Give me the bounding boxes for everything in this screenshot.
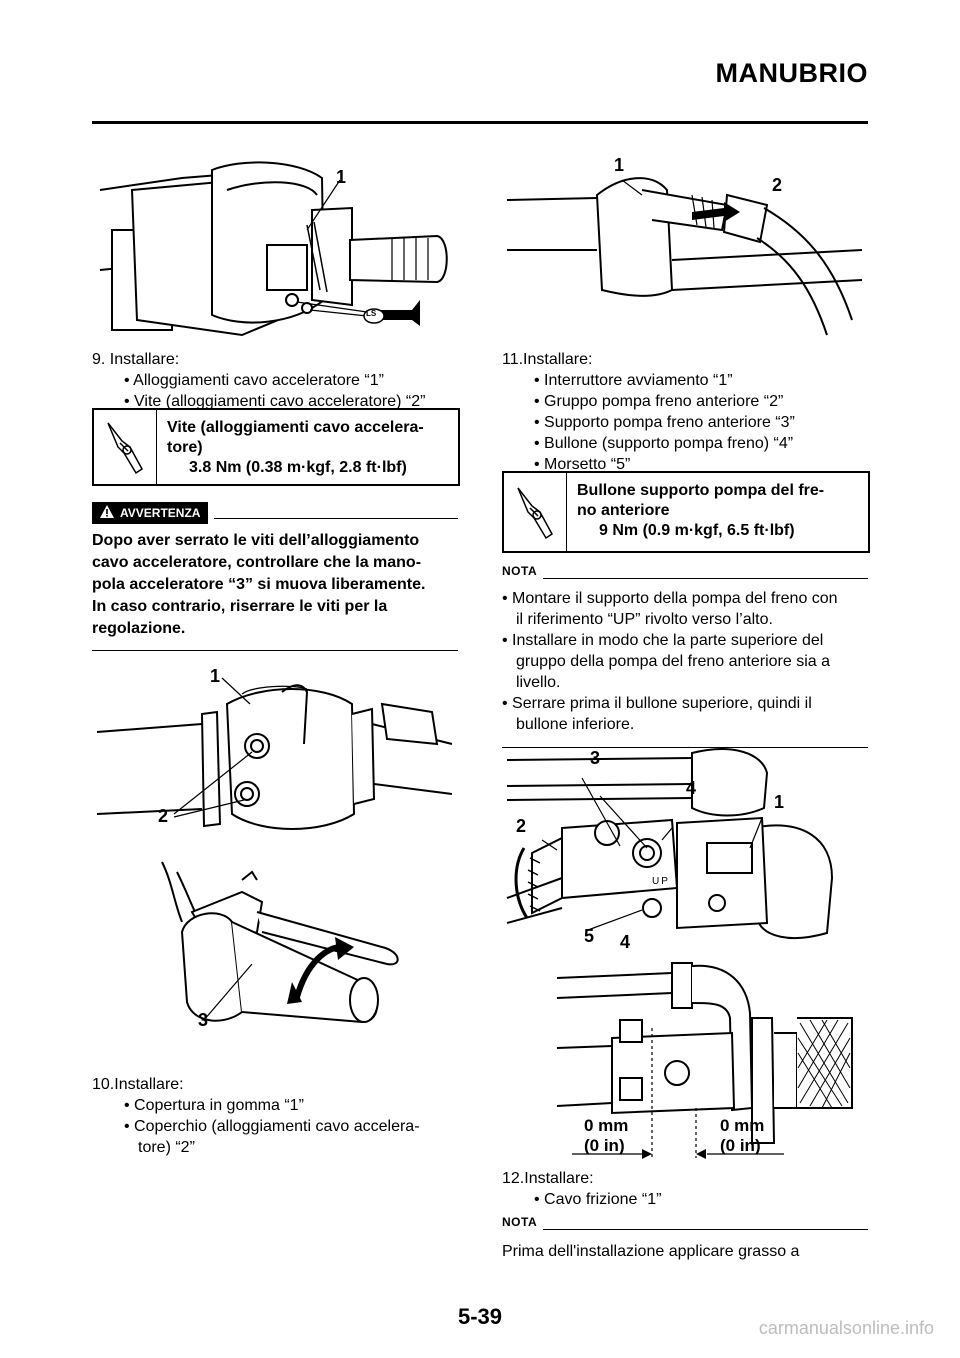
torque-label-line1: Vite (alloggiamenti cavo accelera- bbox=[167, 419, 424, 436]
step-10-title: 10.Installare: bbox=[92, 1076, 184, 1093]
note-item: • Montare il supporto della pompa del fr… bbox=[502, 590, 838, 607]
note-item-cont: il riferimento “UP” rivolto verso l’alto… bbox=[516, 611, 773, 628]
step-9-item: • Vite (alloggiamenti cavo acceleratore)… bbox=[124, 393, 426, 410]
warning-line: In caso contrario, riserrare le viti per… bbox=[92, 598, 388, 615]
callout-3: 3 bbox=[198, 1010, 209, 1030]
step-9: 9. Installare: • Alloggiamenti cavo acce… bbox=[92, 349, 458, 412]
warning-line: pola acceleratore “3” si muova liberamen… bbox=[92, 576, 426, 593]
torque-spec-box: Vite (alloggiamenti cavo accelera- tore)… bbox=[92, 408, 460, 486]
note-block: NOTA Prima dell'installazione applicare … bbox=[502, 1212, 868, 1262]
callout-5: 5 bbox=[584, 926, 595, 946]
torque-wrench-icon bbox=[94, 410, 157, 484]
warning-block: AVVERTENZA Dopo aver serrato le viti del… bbox=[92, 502, 458, 651]
gap-value: 0 mm bbox=[720, 1116, 765, 1135]
rubber-cover-illustration bbox=[506, 177, 863, 336]
housing-screws-illustration bbox=[96, 677, 453, 830]
note-label: NOTA bbox=[502, 564, 538, 578]
warning-text: Dopo aver serrato le viti dell’alloggiam… bbox=[92, 524, 458, 651]
note-item-cont: gruppo della pompa del freno anteriore s… bbox=[516, 653, 830, 670]
header-rule bbox=[92, 121, 868, 124]
page-title: MANUBRIO bbox=[715, 58, 868, 88]
callout-1: 1 bbox=[210, 666, 221, 686]
callout-1: 1 bbox=[614, 155, 625, 175]
step-11-item: • Supporto pompa freno anteriore “3” bbox=[534, 414, 795, 431]
gap-value: 0 mm bbox=[584, 1116, 629, 1135]
callout-4: 4 bbox=[686, 778, 697, 798]
step-10-item-cont: tore) “2” bbox=[138, 1139, 195, 1156]
warning-line: regolazione. bbox=[92, 620, 186, 637]
gap-label-left: 0 mm (0 in) bbox=[584, 1116, 628, 1156]
throttle-grip-illustration bbox=[161, 861, 399, 1024]
step-11-item: • Morsetto “5” bbox=[534, 456, 631, 473]
watermark: carmanualsonline.info bbox=[758, 1318, 934, 1338]
brake-master-cylinder-illustration bbox=[506, 748, 834, 939]
warning-line: Dopo aver serrato le viti dell’alloggiam… bbox=[92, 532, 420, 549]
warning-triangle-icon bbox=[100, 505, 114, 521]
torque-label-line2: tore) bbox=[167, 439, 203, 456]
step-10-item: • Coperchio (alloggiamenti cavo accelera… bbox=[124, 1118, 420, 1135]
torque-label-line1: Bullone supporto pompa del fre- bbox=[577, 482, 825, 499]
gap-label-right: 0 mm (0 in) bbox=[720, 1116, 764, 1156]
callout-2: 2 bbox=[516, 816, 527, 836]
warning-badge: AVVERTENZA bbox=[92, 502, 209, 524]
gap-value-inch: (0 in) bbox=[720, 1136, 761, 1155]
step-11-title: 11.Installare: bbox=[502, 351, 593, 368]
step-9-title: 9. Installare: bbox=[92, 351, 180, 368]
step-12-item: • Cavo frizione “1” bbox=[534, 1191, 662, 1208]
step-10: 10.Installare: • Copertura in gomma “1” … bbox=[92, 1074, 458, 1158]
torque-value: 3.8 Nm (0.38 m·kgf, 2.8 ft·lbf) bbox=[189, 459, 407, 476]
step-11-item: • Interruttore avviamento “1” bbox=[534, 372, 733, 389]
note-block: NOTA • Montare il supporto della pompa d… bbox=[502, 561, 868, 748]
torque-label-line2: no anteriore bbox=[577, 502, 670, 519]
note-item: • Installare in modo che la parte superi… bbox=[502, 632, 824, 649]
figure-brake-master-cylinder: 3 4 1 2 5 4 UP bbox=[502, 748, 868, 952]
figure-throttle-housing: 1 LS bbox=[92, 150, 458, 340]
note-label: NOTA bbox=[502, 1215, 538, 1229]
step-12: 12.Installare: • Cavo frizione “1” bbox=[502, 1168, 868, 1210]
note-text: Prima dell'installazione applicare grass… bbox=[502, 1243, 800, 1260]
figure-rubber-cover: 1 2 bbox=[502, 150, 868, 340]
torque-wrench-icon bbox=[504, 473, 567, 551]
step-12-title: 12.Installare: bbox=[502, 1170, 594, 1187]
step-11-item: • Bullone (supporto pompa freno) “4” bbox=[534, 435, 794, 452]
callout-4: 4 bbox=[620, 932, 631, 952]
throttle-housing-illustration bbox=[99, 161, 448, 337]
callout-1: 1 bbox=[336, 167, 347, 187]
page-number: 5-39 bbox=[457, 1304, 503, 1329]
warning-line: cavo acceleratore, controllare che la ma… bbox=[92, 554, 422, 571]
warning-badge-text: AVVERTENZA bbox=[120, 506, 201, 520]
figure-housing-screws: 1 2 bbox=[92, 664, 458, 844]
torque-spec-box: Bullone supporto pompa del fre- no anter… bbox=[502, 471, 870, 553]
note-item: • Serrare prima il bullone superiore, qu… bbox=[502, 695, 812, 712]
ls-grease-label: LS bbox=[366, 309, 377, 318]
gap-spec-illustration bbox=[556, 962, 853, 1159]
step-9-item: • Alloggiamenti cavo acceleratore “1” bbox=[124, 372, 384, 389]
figure-throttle-grip: 3 bbox=[92, 852, 458, 1042]
callout-2: 2 bbox=[158, 806, 169, 826]
gap-value-inch: (0 in) bbox=[584, 1136, 625, 1155]
callout-3: 3 bbox=[590, 748, 601, 768]
note-header: NOTA bbox=[502, 561, 868, 582]
step-11-item: • Gruppo pompa freno anteriore “2” bbox=[534, 393, 784, 410]
step-11: 11.Installare: • Interruttore avviamento… bbox=[502, 349, 868, 475]
note-header: NOTA bbox=[502, 1212, 868, 1233]
note-item-cont: livello. bbox=[516, 674, 561, 691]
step-10-item: • Copertura in gomma “1” bbox=[124, 1097, 304, 1114]
figure-gap-spec: 0 mm (0 in) 0 mm (0 in) bbox=[552, 958, 868, 1168]
callout-1: 1 bbox=[774, 792, 785, 812]
callout-2: 2 bbox=[772, 175, 783, 195]
up-marking: UP bbox=[652, 876, 670, 887]
torque-value: 9 Nm (0.9 m·kgf, 6.5 ft·lbf) bbox=[599, 522, 795, 539]
note-item-cont: bullone inferiore. bbox=[516, 716, 635, 733]
